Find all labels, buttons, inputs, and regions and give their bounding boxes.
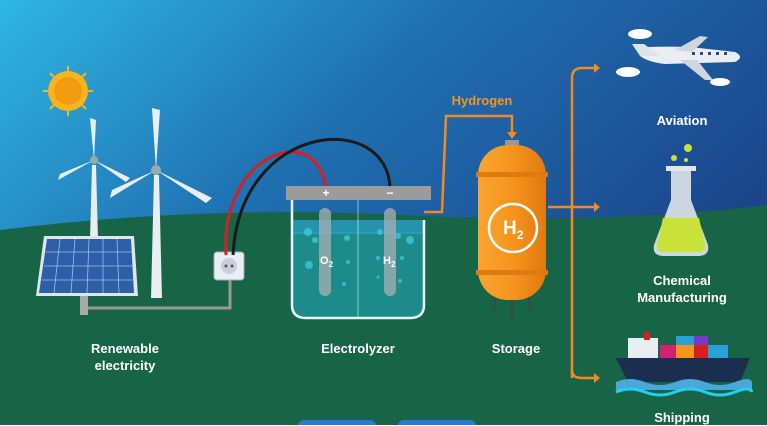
chemical-flask-icon xyxy=(653,144,709,256)
aviation-label: Aviation xyxy=(656,113,708,128)
airplane-icon xyxy=(616,29,740,86)
storage-tank-icon xyxy=(476,140,548,322)
renewable-electricity-label: Renewable electricity xyxy=(91,341,159,373)
electrolyzer-tank xyxy=(286,186,431,320)
chemical-manufacturing-label: Chemical Manufacturing xyxy=(637,273,727,305)
distribution-lines xyxy=(548,66,594,380)
cathode-gas-label: H2 xyxy=(383,255,396,269)
negative-terminal: − xyxy=(386,186,393,200)
bottom-button-2[interactable] xyxy=(398,420,476,425)
power-outlet-icon xyxy=(213,251,245,281)
wind-turbine-icon xyxy=(58,108,212,298)
ship-icon xyxy=(615,332,754,397)
sun-icon xyxy=(43,66,93,116)
power-cable xyxy=(88,278,232,310)
solar-panel-icon xyxy=(36,236,138,315)
negative-wire xyxy=(231,137,392,256)
anode-gas-label: O2 xyxy=(320,255,334,269)
hydrogen-label: Hydrogen xyxy=(451,93,513,108)
bottom-button-1[interactable] xyxy=(298,420,376,425)
storage-label: Storage xyxy=(491,341,541,356)
positive-wire xyxy=(224,150,328,256)
arrow-icons xyxy=(594,63,600,383)
shipping-label: Shipping xyxy=(654,410,710,425)
hydrogen-pipe xyxy=(424,114,514,214)
tank-h2-label: H2 xyxy=(503,218,524,242)
electrolyzer-label: Electrolyzer xyxy=(321,341,395,356)
positive-terminal: + xyxy=(322,186,329,200)
arrow-icon xyxy=(507,132,517,139)
